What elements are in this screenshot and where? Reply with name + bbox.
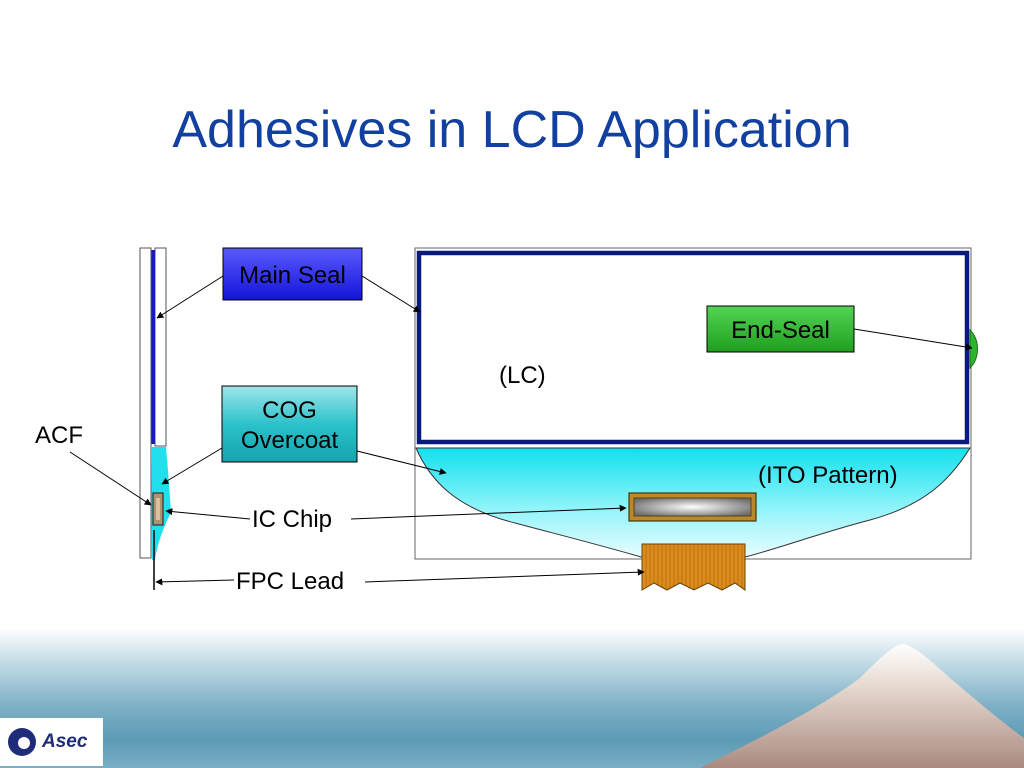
side-acf xyxy=(156,498,160,520)
end-seal-label: End-Seal xyxy=(706,305,855,353)
leader-ic-chip-front xyxy=(350,504,627,520)
leader-acf xyxy=(69,451,152,506)
leader-main-seal-side xyxy=(156,275,224,319)
leader-fpc-side xyxy=(155,578,235,586)
front-fpc-lead xyxy=(641,543,746,591)
leader-main-seal-front xyxy=(361,275,421,313)
cog-text-line2: Overcoat xyxy=(241,427,339,454)
ic-chip-label: IC Chip xyxy=(252,506,332,533)
leader-cog-side xyxy=(161,447,223,485)
main-seal-label: Main Seal xyxy=(222,247,363,301)
leader-fpc-front xyxy=(364,568,645,583)
ito-pattern-label: (ITO Pattern) xyxy=(758,462,898,489)
cog-overcoat-label: COG Overcoat xyxy=(221,385,358,463)
lc-label: (LC) xyxy=(499,362,546,389)
side-view xyxy=(139,247,171,590)
fpc-lead-label: FPC Lead xyxy=(236,568,344,595)
logo-mark-icon xyxy=(8,728,36,756)
side-glass-left xyxy=(139,247,152,559)
company-logo: Asec xyxy=(0,718,103,766)
side-main-seal xyxy=(151,250,155,444)
side-glass-right xyxy=(154,247,167,447)
leader-cog-front xyxy=(356,450,447,475)
front-end-seal xyxy=(969,328,978,370)
cog-text-line1: COG xyxy=(262,397,317,424)
leader-end-seal xyxy=(853,328,973,351)
main-seal-text: Main Seal xyxy=(239,262,346,289)
acf-label: ACF xyxy=(35,422,83,449)
logo-text: Asec xyxy=(42,731,88,752)
slide-title: Adhesives in LCD Application xyxy=(172,101,852,159)
leader-ic-chip-side xyxy=(165,508,251,520)
front-ic-chip-die xyxy=(633,497,752,517)
end-seal-text: End-Seal xyxy=(731,317,830,344)
front-view xyxy=(414,247,978,591)
leader-lines xyxy=(69,275,973,586)
mountain-graphic xyxy=(700,644,1024,768)
